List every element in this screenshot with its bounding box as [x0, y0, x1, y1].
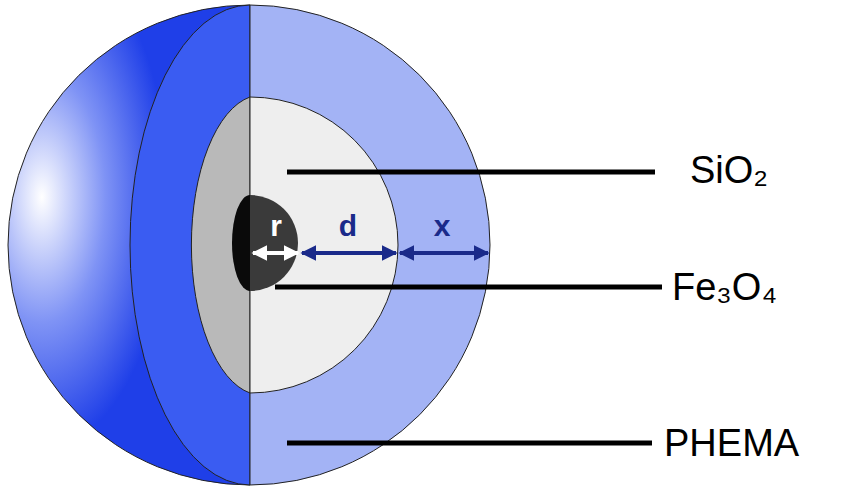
- layer-label: Fe₃O₄: [672, 268, 777, 306]
- core-cut-face: [232, 195, 250, 291]
- leader-line: [287, 170, 655, 175]
- polymer-thickness-arrow: [400, 251, 488, 255]
- leader-line: [287, 441, 652, 446]
- silica-shell: [250, 97, 398, 393]
- layer-label: SiO₂: [690, 151, 768, 189]
- dimension-label: x: [434, 211, 451, 241]
- layer-label: PHEMA: [664, 424, 799, 462]
- silica-thickness-arrow: [302, 251, 396, 255]
- dimension-label: d: [339, 211, 357, 241]
- phema-shell: [250, 5, 490, 485]
- magnetite-core: [250, 195, 298, 291]
- radius-arrow: [253, 251, 298, 255]
- dimension-label: r: [270, 211, 282, 241]
- silica-cut-face: [191, 97, 250, 393]
- sphere-surface: [8, 5, 250, 485]
- leader-line: [275, 285, 662, 290]
- phema-cut-face: [130, 5, 250, 485]
